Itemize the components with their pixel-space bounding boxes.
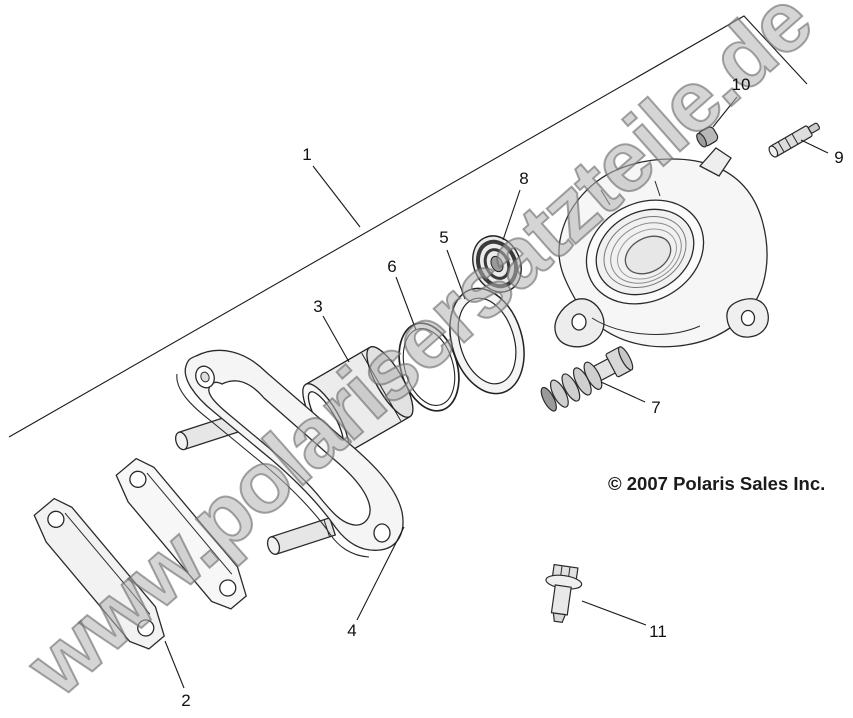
leader-line-4 [356, 526, 405, 621]
leader-line-3 [322, 315, 350, 363]
mount-bolt-drawing [545, 563, 583, 623]
leader-lines [8, 15, 829, 689]
piston-boot-drawing [472, 235, 522, 293]
pin-bolt-drawing [540, 346, 634, 412]
callout-2-label: 2 [181, 691, 190, 710]
callout-5-label: 5 [439, 228, 448, 247]
bleeder-cap-drawing [696, 126, 719, 148]
leader-line-5 [446, 249, 466, 300]
callout-3-label: 3 [313, 297, 322, 316]
leader-line-1 [312, 165, 361, 228]
piston-seal-drawing [449, 287, 525, 395]
leader-line-10 [712, 96, 738, 128]
callout-11-label: 11 [649, 622, 667, 641]
mount-bracket-drawing [174, 349, 404, 558]
brake-pads-drawing [33, 457, 247, 650]
caliper-body-drawing [554, 147, 769, 348]
callout-10-label: 10 [732, 75, 751, 94]
leader-line-8 [502, 189, 521, 241]
bleeder-screw-drawing [768, 122, 821, 158]
watermark-text: www.polarisersatzteile.de [8, 0, 829, 715]
callout-6-label: 6 [387, 257, 396, 276]
callout-1-label: 1 [302, 145, 311, 164]
o-ring-drawing [398, 322, 460, 412]
leader-line-6 [395, 276, 417, 331]
leader-line-7 [600, 381, 646, 403]
callout-4-label: 4 [347, 621, 356, 640]
callout-8-label: 8 [519, 169, 528, 188]
callout-7-label: 7 [651, 398, 660, 417]
callout-9-label: 9 [834, 148, 843, 167]
copyright-text: © 2007 Polaris Sales Inc. [608, 473, 825, 494]
leader-line-2 [164, 640, 185, 689]
leader-line-9 [800, 139, 829, 154]
assembly-bracket-line [8, 15, 808, 438]
leader-line-11 [581, 600, 647, 626]
